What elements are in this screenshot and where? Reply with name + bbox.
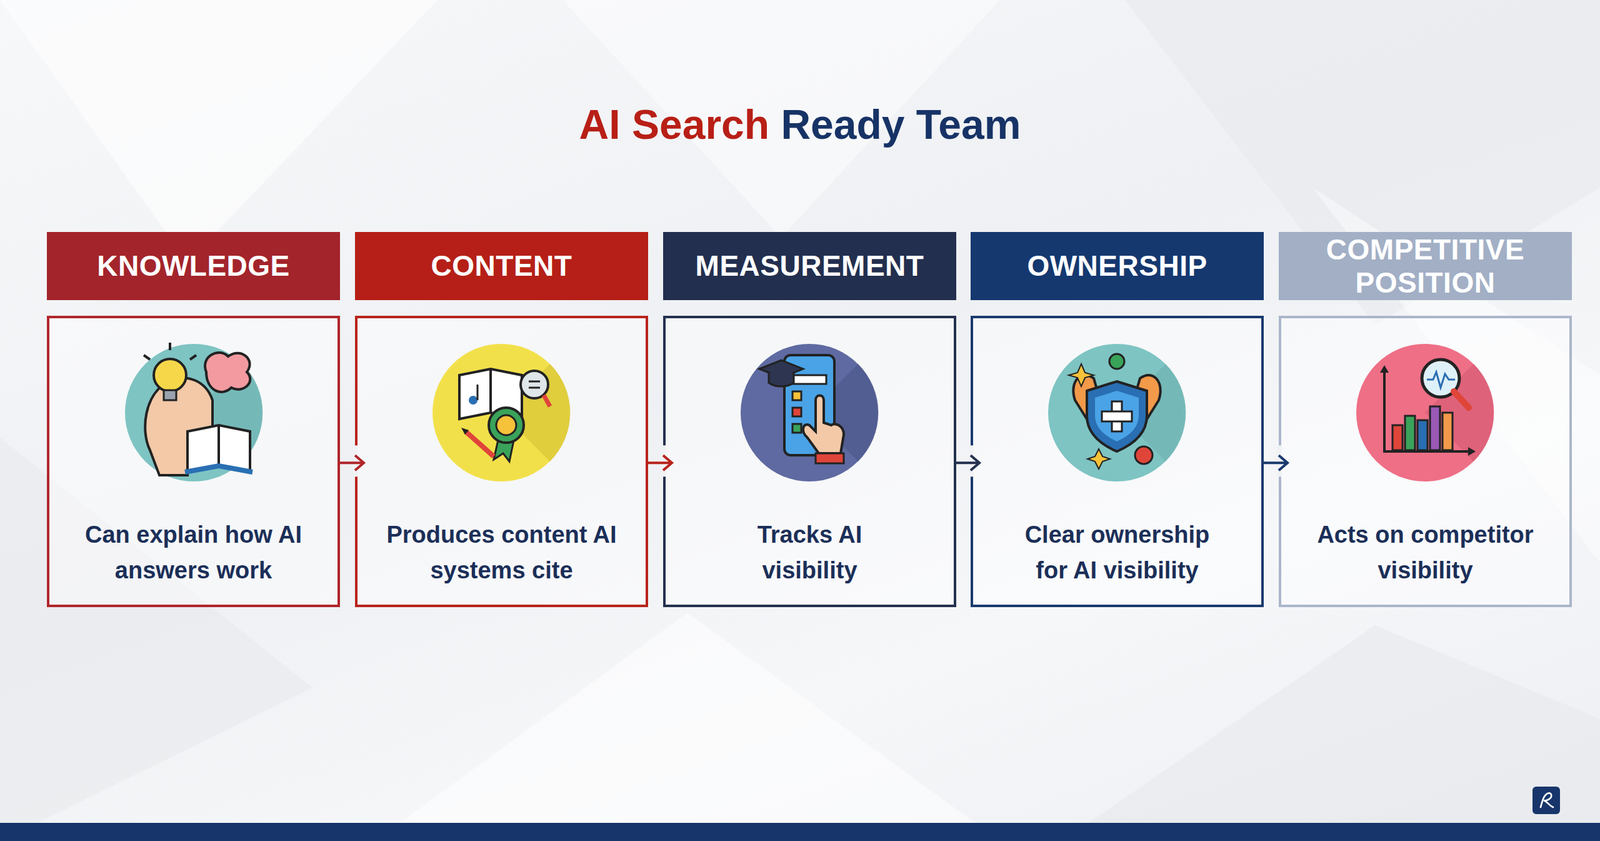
step-box: Can explain how AI answers work — [46, 315, 340, 607]
step-node: COMPETITIVE POSITION Acts on competitor v… — [1278, 231, 1572, 607]
connector-line — [1262, 443, 1288, 463]
diagram-title: AI Search Ready Team — [579, 100, 1022, 150]
connector-line — [646, 443, 672, 463]
step-header-band: OWNERSHIP — [970, 231, 1264, 300]
step-heading: CONTENT — [431, 249, 573, 283]
description-holder: Acts on competitor visibility — [1281, 516, 1570, 589]
arrow-head — [1278, 455, 1288, 470]
description-holder: Produces content AI systems cite — [357, 516, 646, 589]
step-box: Tracks AI visibility — [663, 315, 957, 607]
step-connector — [646, 443, 672, 477]
border-gap — [968, 445, 974, 477]
step-description: Clear ownership for AI visibility — [1008, 516, 1227, 589]
connector-line — [338, 443, 364, 463]
step-node: OWNERSHIP Clear ownership for AI visibili… — [970, 231, 1264, 607]
step-node: CONTENT Produces content AI systems cite — [355, 231, 649, 607]
step-description: Produces content AI systems cite — [386, 516, 618, 589]
description-holder: Clear ownership for AI visibility — [973, 516, 1262, 589]
border-gap — [353, 445, 359, 477]
competitive-icon — [1356, 343, 1494, 482]
measurement-icon — [740, 343, 879, 482]
step-box: Acts on competitor visibility — [1278, 315, 1572, 607]
border-gap — [661, 445, 667, 477]
step-heading: COMPETITIVE POSITION — [1278, 233, 1572, 300]
connector-line — [955, 443, 980, 463]
step-node: MEASUREMENT Tracks AI visibility — [663, 231, 957, 607]
step-connector — [1262, 443, 1288, 477]
step-connector — [338, 443, 364, 477]
step-description: Acts on competitor visibility — [1294, 516, 1557, 589]
description-holder: Tracks AI visibility — [665, 516, 954, 589]
arrow-head — [663, 455, 672, 470]
step-header-band: CONTENT — [355, 231, 649, 300]
step-header-band: MEASUREMENT — [663, 231, 957, 300]
step-heading: KNOWLEDGE — [96, 249, 290, 283]
step-description: Tracks AI visibility — [716, 516, 904, 589]
step-description: Can explain how AI answers work — [56, 516, 332, 589]
logo-mark — [1532, 786, 1560, 814]
footer-bar — [0, 822, 1600, 841]
step-header-band: KNOWLEDGE — [46, 231, 340, 300]
knowledge-icon — [125, 342, 263, 482]
step-header-band: COMPETITIVE POSITION — [1278, 231, 1572, 300]
title-row: AI Search Ready Team — [0, 100, 1600, 150]
step-connector — [955, 443, 980, 477]
step-node: KNOWLEDGE Can explain how AI answers work — [46, 231, 340, 607]
step-heading: MEASUREMENT — [695, 249, 925, 283]
border-gap — [1276, 445, 1282, 477]
ownership-icon — [1048, 343, 1186, 482]
arrow-head — [970, 455, 980, 470]
step-heading: OWNERSHIP — [1026, 249, 1207, 283]
step-box: Clear ownership for AI visibility — [970, 315, 1264, 607]
step-box: Produces content AI systems cite — [355, 315, 649, 607]
description-holder: Can explain how AI answers work — [49, 516, 338, 589]
arrow-head — [355, 455, 364, 470]
content-icon — [432, 343, 570, 482]
